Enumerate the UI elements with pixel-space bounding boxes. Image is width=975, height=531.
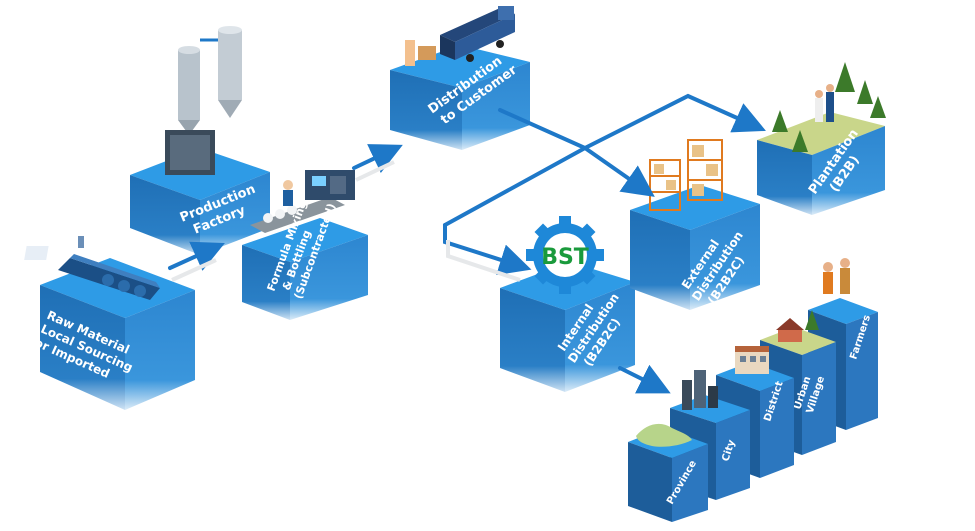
arrow-to-internal bbox=[443, 223, 532, 276]
internal-distribution-block: BST Internal Distribution (B2B2C) bbox=[500, 216, 635, 392]
arrow-internal-to-tiers bbox=[618, 364, 671, 394]
plantation-trees-icon bbox=[772, 62, 886, 152]
shadow-arrow-1 bbox=[171, 258, 217, 282]
distribution-block: Distribution to Customer bbox=[390, 6, 530, 150]
shadow-arrows bbox=[171, 160, 521, 282]
district-building-icon bbox=[735, 346, 769, 374]
warehouse-shelves-icon bbox=[649, 139, 723, 211]
plantation-block: Plantation (B2B) bbox=[757, 62, 886, 215]
city-skyline-icon bbox=[682, 370, 718, 410]
cargo-ship-icon bbox=[24, 236, 160, 300]
tier-province: Province bbox=[628, 423, 708, 522]
village-house-icon bbox=[776, 310, 819, 342]
arrow-to-plantation bbox=[443, 93, 766, 227]
tier-staircase: Farmers Urban Village bbox=[628, 258, 878, 522]
arrow-raw-to-formula bbox=[168, 241, 225, 271]
production-factory-block: Production Factory bbox=[130, 26, 270, 255]
external-distribution-block: External Distribution (B2B2C) bbox=[630, 139, 760, 310]
factory-silo-icon bbox=[165, 26, 242, 175]
delivery-truck-icon bbox=[405, 6, 515, 66]
flow-arrows bbox=[168, 93, 766, 394]
shadow-arrow-2 bbox=[355, 160, 395, 182]
raw-material-block: Raw Material Local Sourcing or Imported bbox=[24, 236, 195, 410]
formula-mixing-block: Formula Mixing & Bottling (Subcontracted… bbox=[242, 170, 368, 320]
arrow-formula-to-distribution bbox=[352, 144, 403, 174]
farmers-people-icon bbox=[823, 258, 850, 294]
shadow-arrow-3 bbox=[446, 240, 521, 282]
bottling-machine-icon bbox=[250, 170, 355, 233]
province-map-icon bbox=[636, 423, 692, 447]
logo-text: BST bbox=[541, 245, 589, 270]
